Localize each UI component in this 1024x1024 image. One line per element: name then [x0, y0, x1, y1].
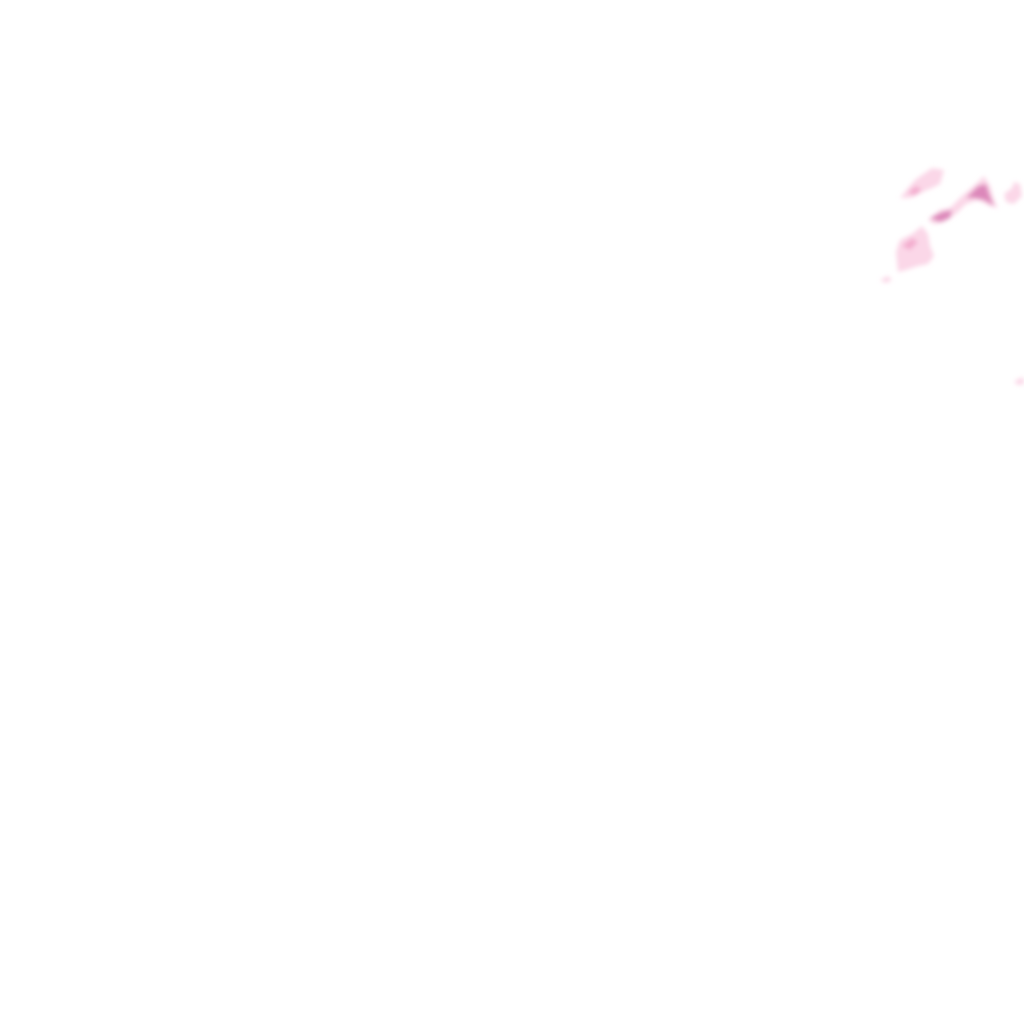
heat-region: [966, 184, 994, 206]
heat-region: [1014, 378, 1024, 385]
heat-region: [1004, 182, 1022, 204]
heat-region: [908, 186, 922, 196]
heat-region: [902, 238, 918, 250]
heat-region: [896, 226, 934, 272]
heat-region: [930, 210, 952, 222]
heat-region: [880, 276, 892, 283]
